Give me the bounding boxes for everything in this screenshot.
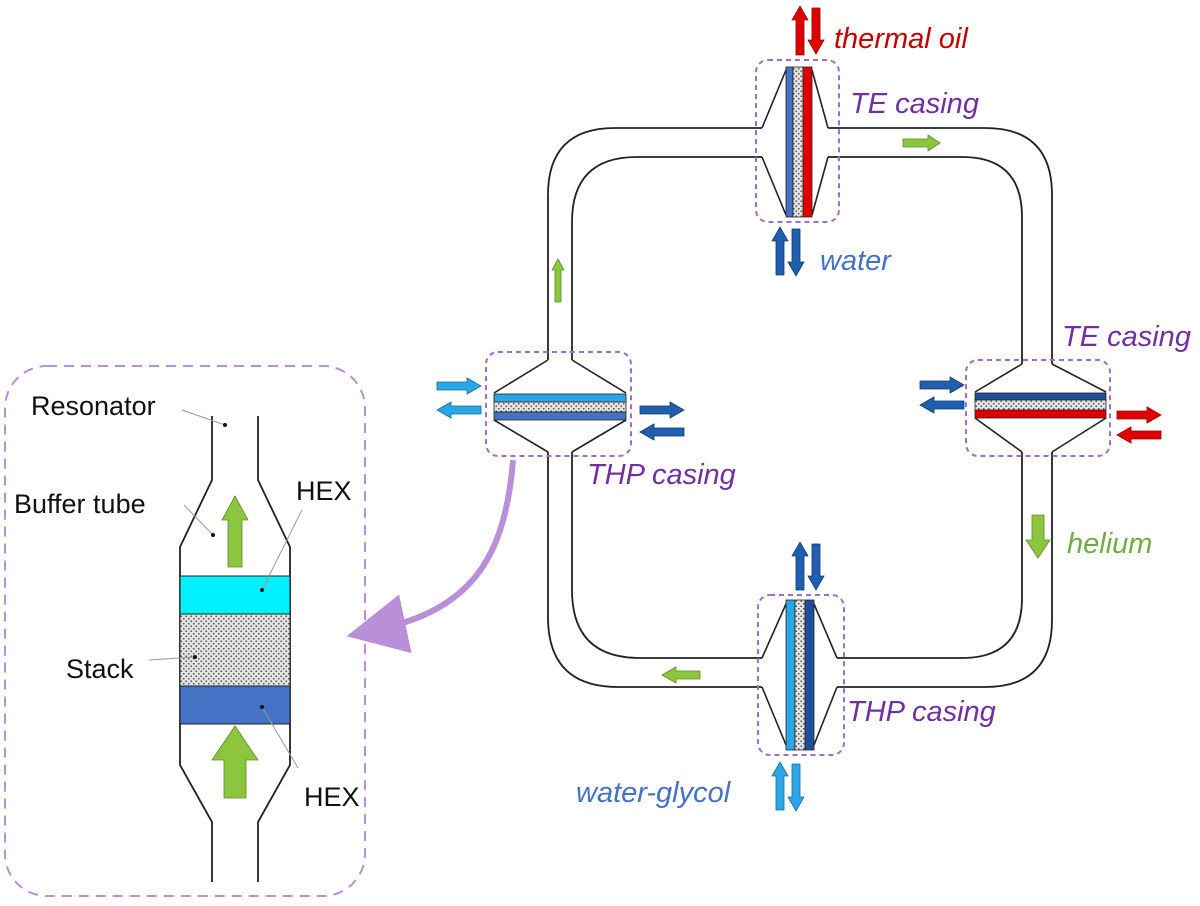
te-top-casing [755, 59, 840, 223]
helium-arrow-right [1025, 514, 1051, 559]
detail-hex-bottom [179, 685, 291, 725]
te-top-cone-left [761, 69, 787, 216]
te-top-hex-cold [785, 66, 794, 218]
loop-resonator-tube [547, 127, 1053, 688]
label-stack: Stack [66, 654, 134, 684]
water-arrows-bottom [791, 541, 825, 591]
thp-bottom-cone-right [813, 603, 838, 746]
thp-bottom-casing [757, 594, 845, 756]
water-arrows-top [771, 226, 805, 277]
thp-unit-bottom [757, 594, 845, 756]
te-right-hex-cold [974, 392, 1107, 401]
water-arrows-right [919, 376, 965, 414]
detail-inset [4, 365, 366, 897]
te-right-cone-top [974, 363, 1107, 393]
label-hex-bottom: HEX [304, 782, 360, 812]
detail-hex-top [179, 575, 291, 615]
detail-helium-arrow-small [221, 495, 249, 568]
thermal-oil-arrows-top [791, 5, 825, 56]
thp-left-hex-hot [493, 393, 627, 403]
te-top-cone-right [811, 69, 829, 216]
thp-left-cone-top [493, 359, 627, 394]
label-helium: helium [1067, 528, 1152, 560]
thp-bottom-hex-hot [785, 599, 796, 751]
helium-flow-arrows [551, 134, 1051, 684]
thp-left-casing [485, 351, 632, 457]
thermal-oil-arrows-right [1116, 406, 1162, 444]
detail-leader-dots [193, 423, 264, 709]
detail-stack [179, 613, 291, 687]
te-right-casing [965, 359, 1111, 457]
label-thp-casing-bottom: THP casing [847, 696, 996, 728]
label-thermal-oil: thermal oil [834, 23, 969, 55]
label-hex-top: HEX [296, 476, 352, 506]
thp-bottom-stack [794, 599, 806, 751]
label-thp-casing-left: THP casing [587, 459, 736, 491]
thp-left-stack [493, 401, 627, 413]
te-unit-right [965, 359, 1111, 457]
detail-labels: Resonator Buffer tube HEX Stack HEX [14, 391, 360, 812]
water-glycol-arrows-left [436, 377, 482, 419]
label-te-casing-right: TE casing [1062, 321, 1191, 353]
te-right-cone-bottom [974, 417, 1107, 453]
thp-bottom-cone-left [761, 603, 787, 746]
te-top-hex-hot [802, 66, 813, 218]
detail-helium-arrow-large [211, 725, 259, 799]
thp-unit-left [485, 351, 632, 457]
detail-leader-lines [148, 409, 303, 769]
loop-labels: thermal oil TE casing water TE casing TH… [576, 23, 1191, 809]
te-right-hex-hot [974, 409, 1107, 419]
helium-arrow-left [551, 258, 565, 303]
thp-left-hex-cold [493, 411, 627, 421]
te-right-stack [974, 399, 1107, 411]
label-te-casing-top: TE casing [850, 88, 979, 120]
zoom-connector-arrow [346, 459, 516, 654]
te-top-stack [792, 66, 804, 218]
detail-inset-border [4, 365, 366, 897]
water-glycol-arrows-bottom [771, 761, 805, 812]
thp-bottom-hex-cold [804, 599, 815, 751]
te-unit-top [755, 59, 840, 223]
helium-arrow-bottom [661, 666, 701, 684]
label-water: water [820, 245, 892, 277]
helium-arrow-top [902, 134, 941, 152]
label-buffer-tube: Buffer tube [14, 489, 146, 519]
thp-left-cone-bottom [493, 419, 627, 453]
water-arrows-left [639, 401, 685, 441]
label-water-glycol: water-glycol [576, 777, 732, 809]
label-resonator: Resonator [31, 391, 156, 421]
